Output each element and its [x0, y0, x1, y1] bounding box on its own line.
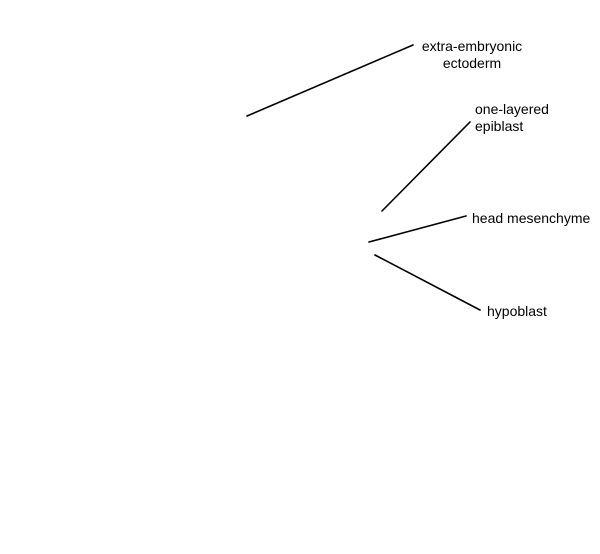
leader-line-extra-embryonic-ectoderm — [246, 44, 414, 117]
label-head-mesenchyme: head mesenchyme — [472, 210, 591, 226]
label-line: one-layered — [475, 101, 549, 117]
label-one-layered-epiblast: one-layered epiblast — [475, 101, 549, 135]
leader-line-one-layered-epiblast — [381, 121, 471, 212]
label-line: extra-embryonic — [421, 38, 523, 54]
leader-line-hypoblast — [374, 254, 481, 311]
label-extra-embryonic-ectoderm: extra-embryonic ectoderm — [417, 38, 527, 72]
label-line: ectoderm — [442, 55, 502, 71]
label-line: epiblast — [475, 118, 524, 134]
label-hypoblast: hypoblast — [487, 303, 547, 319]
leader-line-head-mesenchyme — [368, 215, 467, 243]
